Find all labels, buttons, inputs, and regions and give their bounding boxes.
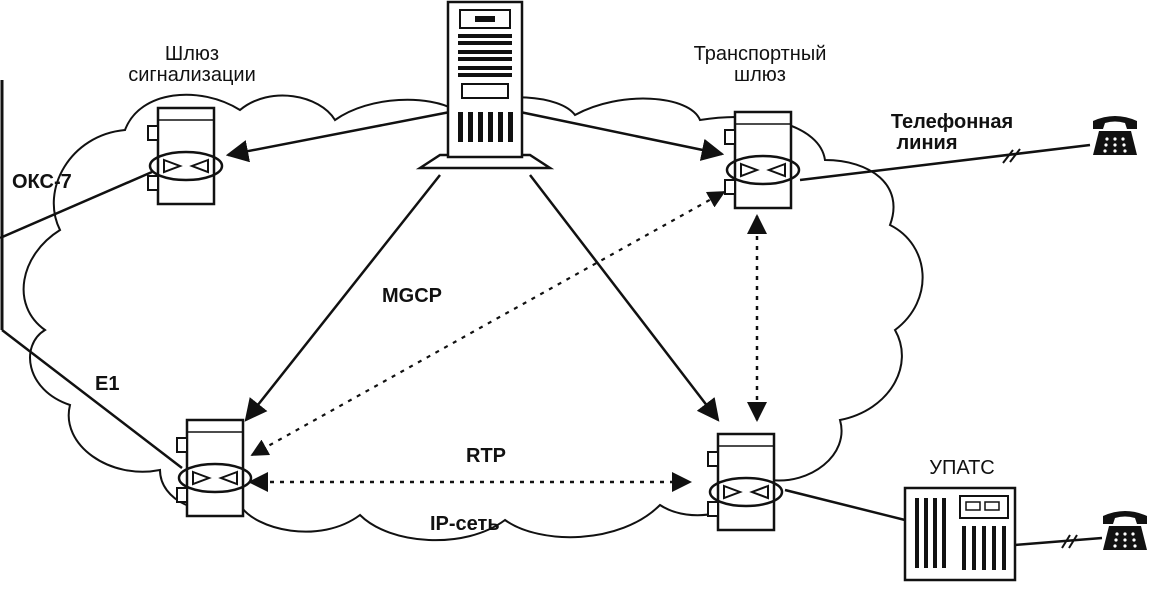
phone-line-label-line1: Телефонная <box>890 111 1014 133</box>
signaling-gateway-label-line1: Шлюз <box>164 43 220 65</box>
phone-line-break <box>1002 148 1021 164</box>
pbx-cabinet <box>903 486 1017 582</box>
signaling-gateway-label: Шлюз сигнализации <box>92 44 292 86</box>
transport-gateway-label-line1: Транспортный <box>693 43 827 65</box>
upats-phone-line <box>1014 536 1103 547</box>
ip-network-label: IP-сеть <box>430 513 500 535</box>
e1-label: E1 <box>95 373 120 395</box>
transport-gateway-label-line2: шлюз <box>734 64 786 86</box>
e1-line <box>1 329 183 469</box>
telephone-icon <box>1103 511 1147 550</box>
telephone-icon <box>1093 116 1137 155</box>
signaling-gateway <box>146 106 224 206</box>
media-gateway-left <box>175 418 253 518</box>
upats-link <box>784 488 906 522</box>
phone-line-label: Телефонная линия <box>862 112 1042 154</box>
mgcp-arrow-transport <box>519 110 725 161</box>
phone-line-label-line2: линия <box>896 132 958 154</box>
media-gateway-controller <box>415 0 555 170</box>
rtp-label: RTP <box>466 445 506 467</box>
signaling-gateway-label-line2: сигнализации <box>128 64 256 86</box>
oks7-line <box>0 170 153 240</box>
transport-gateway <box>723 110 801 210</box>
oks7-label: ОКС-7 <box>12 171 72 193</box>
rtp-arrow-diagonal <box>250 191 726 456</box>
transport-gateway-label: Транспортный шлюз <box>660 44 860 86</box>
upats-line-break <box>1061 534 1078 549</box>
mgcp-label: MGCP <box>382 285 442 307</box>
ip-network-cloud <box>22 93 924 542</box>
mgcp-arrow-signaling <box>225 110 451 163</box>
phone-line <box>799 143 1091 182</box>
upats-label: УПАТС <box>929 457 995 479</box>
media-gateway-right <box>706 432 784 532</box>
